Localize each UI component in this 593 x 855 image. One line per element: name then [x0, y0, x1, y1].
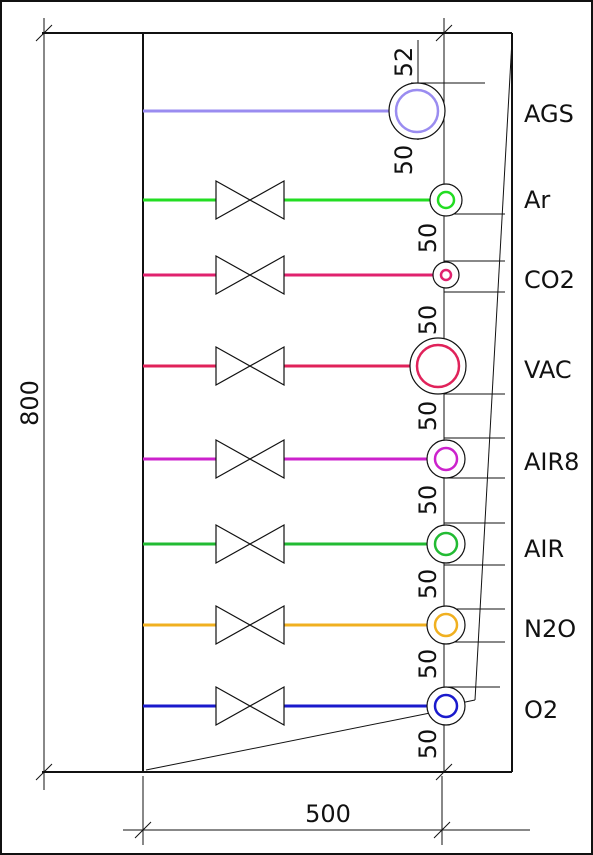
- dimension-spacing-label-7: 50: [414, 649, 442, 680]
- outlet-o2-icon: [426, 686, 466, 726]
- valve-ar: [215, 179, 285, 221]
- outlet-row-vac: VAC: [143, 337, 572, 395]
- outlet-air-icon: [426, 524, 466, 564]
- valve-co2: [215, 254, 285, 296]
- outlet-row-co2: CO2: [143, 254, 575, 296]
- valve-air8: [215, 438, 285, 480]
- panel-frame: [42, 32, 513, 773]
- outlet-label-ags: AGS: [524, 100, 574, 128]
- valve-vac: [215, 345, 285, 387]
- valve-n2o: [215, 604, 285, 646]
- dimension-spacing-label-1: 50: [390, 145, 418, 176]
- outlet-label-air: AIR: [524, 535, 564, 563]
- outlet-ar-icon: [429, 183, 463, 217]
- dimension-spacing-label-5: 50: [414, 485, 442, 516]
- outlet-label-n2o: N2O: [524, 615, 576, 643]
- dimension-total-width-label: 500: [305, 800, 351, 828]
- outlet-row-ags: AGS: [143, 82, 574, 140]
- outlet-co2-icon: [432, 261, 460, 289]
- outlet-vac-icon: [409, 337, 467, 395]
- outlet-label-ar: Ar: [524, 186, 550, 214]
- outlet-row-air: AIR: [143, 523, 564, 565]
- dimension-spacing-label-6: 50: [414, 569, 442, 600]
- dimension-total-height-label: 800: [16, 380, 44, 426]
- dimension-top-offset-label: 52: [390, 47, 418, 78]
- dimension-total-height: 800: [16, 18, 53, 790]
- outlet-air8-icon: [426, 439, 466, 479]
- outlet-label-air8: AIR8: [524, 448, 579, 476]
- dimension-spacing-label-2: 50: [414, 223, 442, 254]
- dimension-spacing-label-8: 50: [414, 729, 442, 760]
- dimension-total-width: 500: [123, 776, 530, 845]
- outlet-ags-icon: [388, 82, 446, 140]
- outlet-label-vac: VAC: [524, 356, 572, 384]
- dimension-spacing-label-4: 50: [414, 401, 442, 432]
- valve-air: [215, 523, 285, 565]
- outlet-row-air8: AIR8: [143, 438, 579, 480]
- outlet-row-o2: O2: [143, 685, 558, 727]
- outlet-label-co2: CO2: [524, 266, 575, 294]
- dimension-spacing-label-3: 50: [414, 305, 442, 336]
- dimension-ticks: [435, 24, 505, 781]
- outlet-label-o2: O2: [524, 696, 558, 724]
- outlet-row-ar: Ar: [143, 179, 550, 221]
- outlet-n2o-icon: [426, 605, 466, 645]
- outlet-row-n2o: N2O: [143, 604, 576, 646]
- valve-o2: [215, 685, 285, 727]
